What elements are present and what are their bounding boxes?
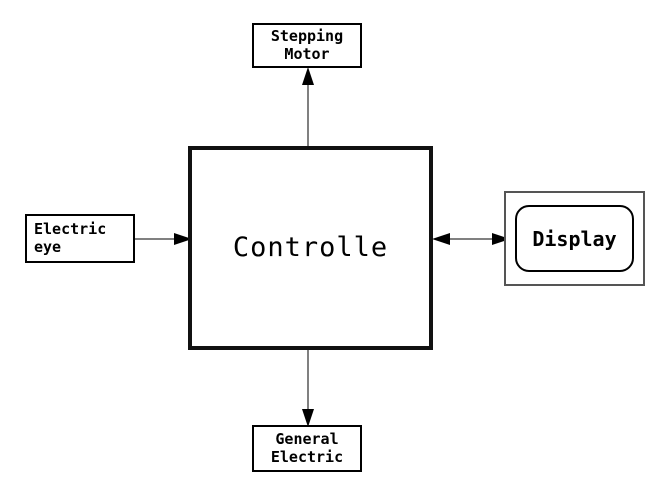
node-controller-label: Controlle	[232, 232, 389, 264]
arrowhead-right-icon	[492, 233, 510, 245]
node-electric-eye[interactable]: Electric eye	[25, 214, 135, 263]
connector-controller-to-general-electric	[300, 348, 316, 428]
node-stepping-motor-label: Stepping Motor	[270, 27, 344, 63]
node-stepping-motor[interactable]: Stepping Motor	[252, 23, 362, 68]
node-controller[interactable]: Controlle	[188, 146, 433, 350]
connector-electric-eye-to-controller	[133, 231, 193, 247]
node-electric-eye-label: Electric eye	[34, 220, 107, 256]
node-general-electric[interactable]: General Electric	[252, 425, 362, 472]
node-display-label: Display	[532, 226, 617, 251]
arrowhead-down-icon	[302, 409, 314, 427]
arrowhead-right-icon	[174, 233, 192, 245]
node-general-electric-label: General Electric	[270, 430, 344, 466]
connector-controller-to-stepping-motor	[300, 66, 316, 150]
display-inner-panel: Display	[515, 205, 634, 272]
arrowhead-up-icon	[302, 67, 314, 85]
connector-controller-to-display	[431, 231, 511, 247]
arrowhead-left-icon	[432, 233, 450, 245]
node-display[interactable]: Display	[504, 191, 645, 286]
